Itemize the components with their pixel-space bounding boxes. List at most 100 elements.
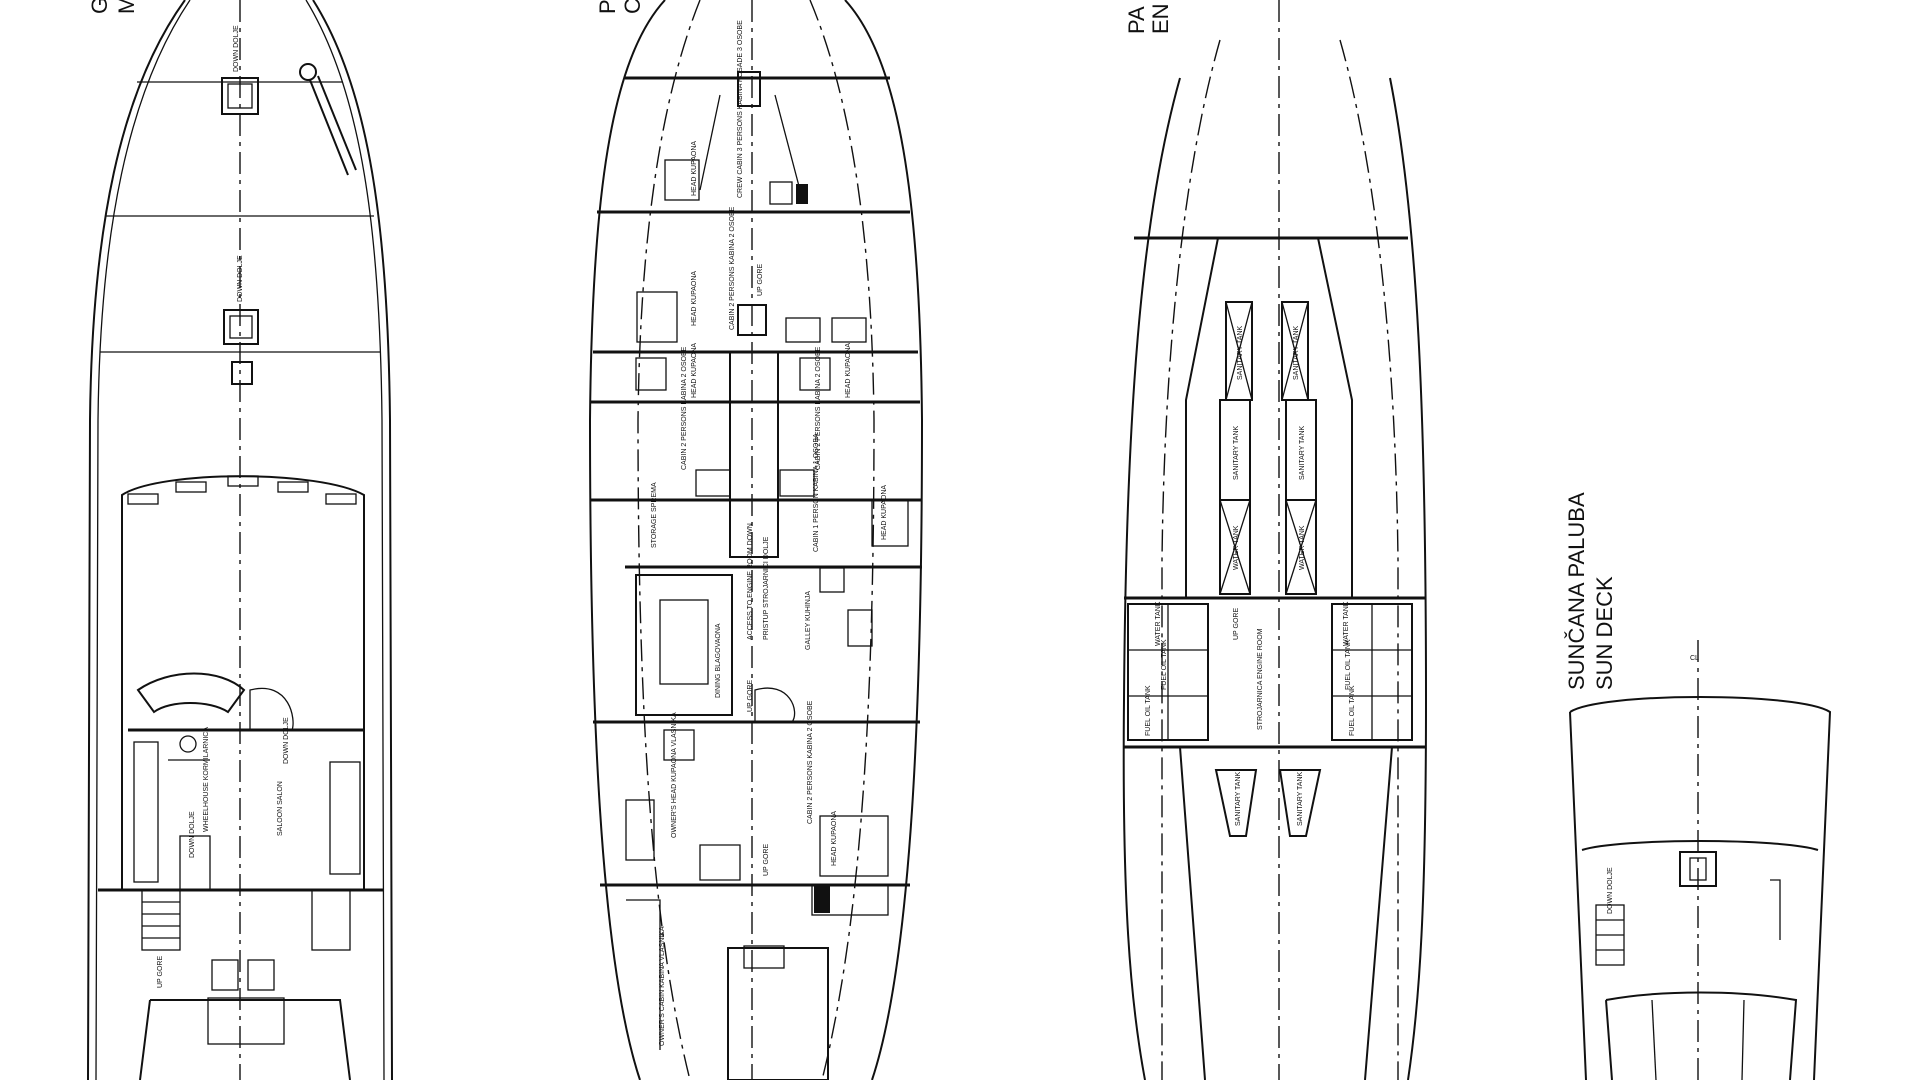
fuel-tank-label: FUEL OIL TANK (1349, 685, 1356, 736)
sun-deck-lounge (1605, 991, 1798, 1081)
main-up-label: UP GORE (157, 956, 164, 988)
sanitary-tank-label: SANITARY TANK (1293, 325, 1300, 380)
tank-cross (1219, 499, 1251, 595)
main-down-label: DOWN DOLJE (189, 811, 196, 858)
berth-block (779, 469, 815, 497)
main-down-label: DOWN DOLJE (237, 255, 244, 302)
main-stair-aft (141, 889, 181, 951)
sanitary-tank-label: SANITARY TANK (1237, 325, 1244, 380)
owners-cabin-label: OWNER'S CABIN KABINA VLASNIKA (659, 926, 666, 1046)
main-saloon-bench (329, 761, 361, 875)
sun-deck-title: SUNČANA PALUBA (1564, 492, 1589, 690)
fuel-tank-label: FUEL OIL TANK (1161, 639, 1168, 690)
engine-hull-sheer (1161, 39, 1399, 1080)
owners-berth-pillow (743, 945, 785, 969)
sun-deck-subtitle: SUN DECK (1592, 576, 1617, 690)
wheelhouse-label: WHEELHOUSE KORMILARNICA (203, 727, 210, 832)
sun-lounge-divider (1651, 999, 1657, 1081)
main-helm-seat (136, 672, 246, 714)
cabin-deck-subtitle: C (620, 0, 645, 14)
head-label: HEAD KUPAONA (691, 271, 698, 326)
fuel-tank-label: FUEL OIL TANK (1145, 685, 1152, 736)
main-mast-step (231, 361, 253, 385)
water-tank-label: WATER TANK (1299, 525, 1306, 570)
main-deck-title: G (87, 0, 112, 14)
crew-head (664, 159, 700, 201)
aft-sanitary-tank (1278, 769, 1322, 837)
storage-label: STORAGE SPREMA (651, 482, 658, 548)
main-deckhouse-window (277, 481, 309, 493)
main-hull-inner (95, 0, 385, 1081)
fuel-tank-label: FUEL OIL TANK (1345, 639, 1352, 690)
sun-deck-plan: SUNČANA PALUBA SUN DECK CL DOWN DOLJE (1564, 492, 1832, 1081)
main-bowsprit-rail (317, 75, 357, 171)
head-label: HEAD KUPAONA (831, 811, 838, 866)
water-tank-label: WATER TANK (1155, 601, 1162, 646)
main-deckhouse-window (227, 475, 259, 487)
berth-block (831, 317, 867, 343)
main-deckhouse (121, 475, 365, 891)
cabin-up-label: UP GORE (747, 680, 754, 712)
cabin-1-label: CABIN 1 PERSON KABINA 1 OSOBA (813, 433, 820, 552)
main-aft-seat (247, 959, 275, 991)
main-deckhouse-window (325, 493, 357, 505)
cabin-up-label: UP GORE (757, 264, 764, 296)
main-hatch (221, 77, 259, 115)
galley-sink (819, 567, 845, 593)
sun-deck-hatch (1679, 851, 1717, 887)
main-wheel (179, 735, 197, 753)
tank-cross (1225, 301, 1253, 401)
aft-guest-head (819, 815, 889, 877)
head-label: HEAD KUPAONA (691, 343, 698, 398)
sun-deck-hatch-inner (1689, 857, 1707, 881)
main-hatch (223, 309, 259, 345)
engine-deck-title: PA (1124, 6, 1149, 34)
aft-sanitary-tank (1214, 769, 1258, 837)
sun-down-label: DOWN DOLJE (1607, 867, 1614, 914)
cabin-label: CABIN 2 PERSONS KABINA 2 OSOBE (729, 206, 736, 330)
berth-block (785, 317, 821, 343)
sanitary-tank-label: SANITARY TANK (1235, 771, 1242, 826)
cabin-deck-plan: P C HEAD KUPAONA CREW CABIN 3 PERSONS KA… (588, 0, 924, 1081)
berth-block (695, 469, 731, 497)
main-deckhouse-window (175, 481, 207, 493)
aft-locker-fill (814, 885, 830, 913)
engine-keel-trunk (1185, 237, 1353, 598)
head-fixture (799, 357, 831, 391)
main-aft-table (207, 997, 285, 1045)
saloon-label: SALOON SALON (277, 781, 284, 836)
cabin-hatch (737, 304, 767, 336)
engine-up-label: UP GORE (1233, 608, 1240, 640)
main-aft-locker (311, 889, 351, 951)
main-aft-seat (211, 959, 239, 991)
access-engine-label: ACCESS TO ENGINE ROOM DOWN (747, 523, 754, 640)
main-hatch-inner (227, 83, 253, 109)
main-wheelhouse-bench (133, 741, 159, 883)
engine-deck-subtitle: EN (1148, 3, 1173, 34)
crew-stove (769, 181, 793, 205)
water-tank-label: WATER TANK (1233, 525, 1240, 570)
engine-deck-plan: PA EN SANITARY TANK SANITARY TANK SANITA… (1122, 0, 1428, 1081)
cabin-up-label: UP GORE (763, 844, 770, 876)
dining-table (659, 599, 709, 685)
main-down-label: DOWN DOLJE (283, 717, 290, 764)
dining-label: DINING BLAGOVAONA (715, 623, 722, 698)
engine-hull-outer (1122, 77, 1428, 1081)
crew-berth-line (699, 94, 721, 191)
cabin-hull-outer (588, 0, 924, 1081)
cabin-deck-title: P (595, 0, 620, 14)
main-deck-subtitle: M (114, 0, 139, 14)
head-fixture (635, 357, 667, 391)
main-winch (299, 63, 317, 81)
main-deckhouse-window (127, 493, 159, 505)
water-tank (1285, 499, 1317, 595)
cabin-label: CABIN 2 PERSONS KABINA 2 OSOBE (681, 346, 688, 470)
water-tank (1219, 499, 1251, 595)
main-aft-cockpit (139, 999, 351, 1081)
cabin-hull-sheer (637, 0, 875, 1081)
owners-head-fixture (625, 799, 655, 861)
dining-seat (635, 574, 733, 716)
sanitary-tank-label: SANITARY TANK (1299, 425, 1306, 480)
head-label: HEAD KUPAONA (845, 343, 852, 398)
